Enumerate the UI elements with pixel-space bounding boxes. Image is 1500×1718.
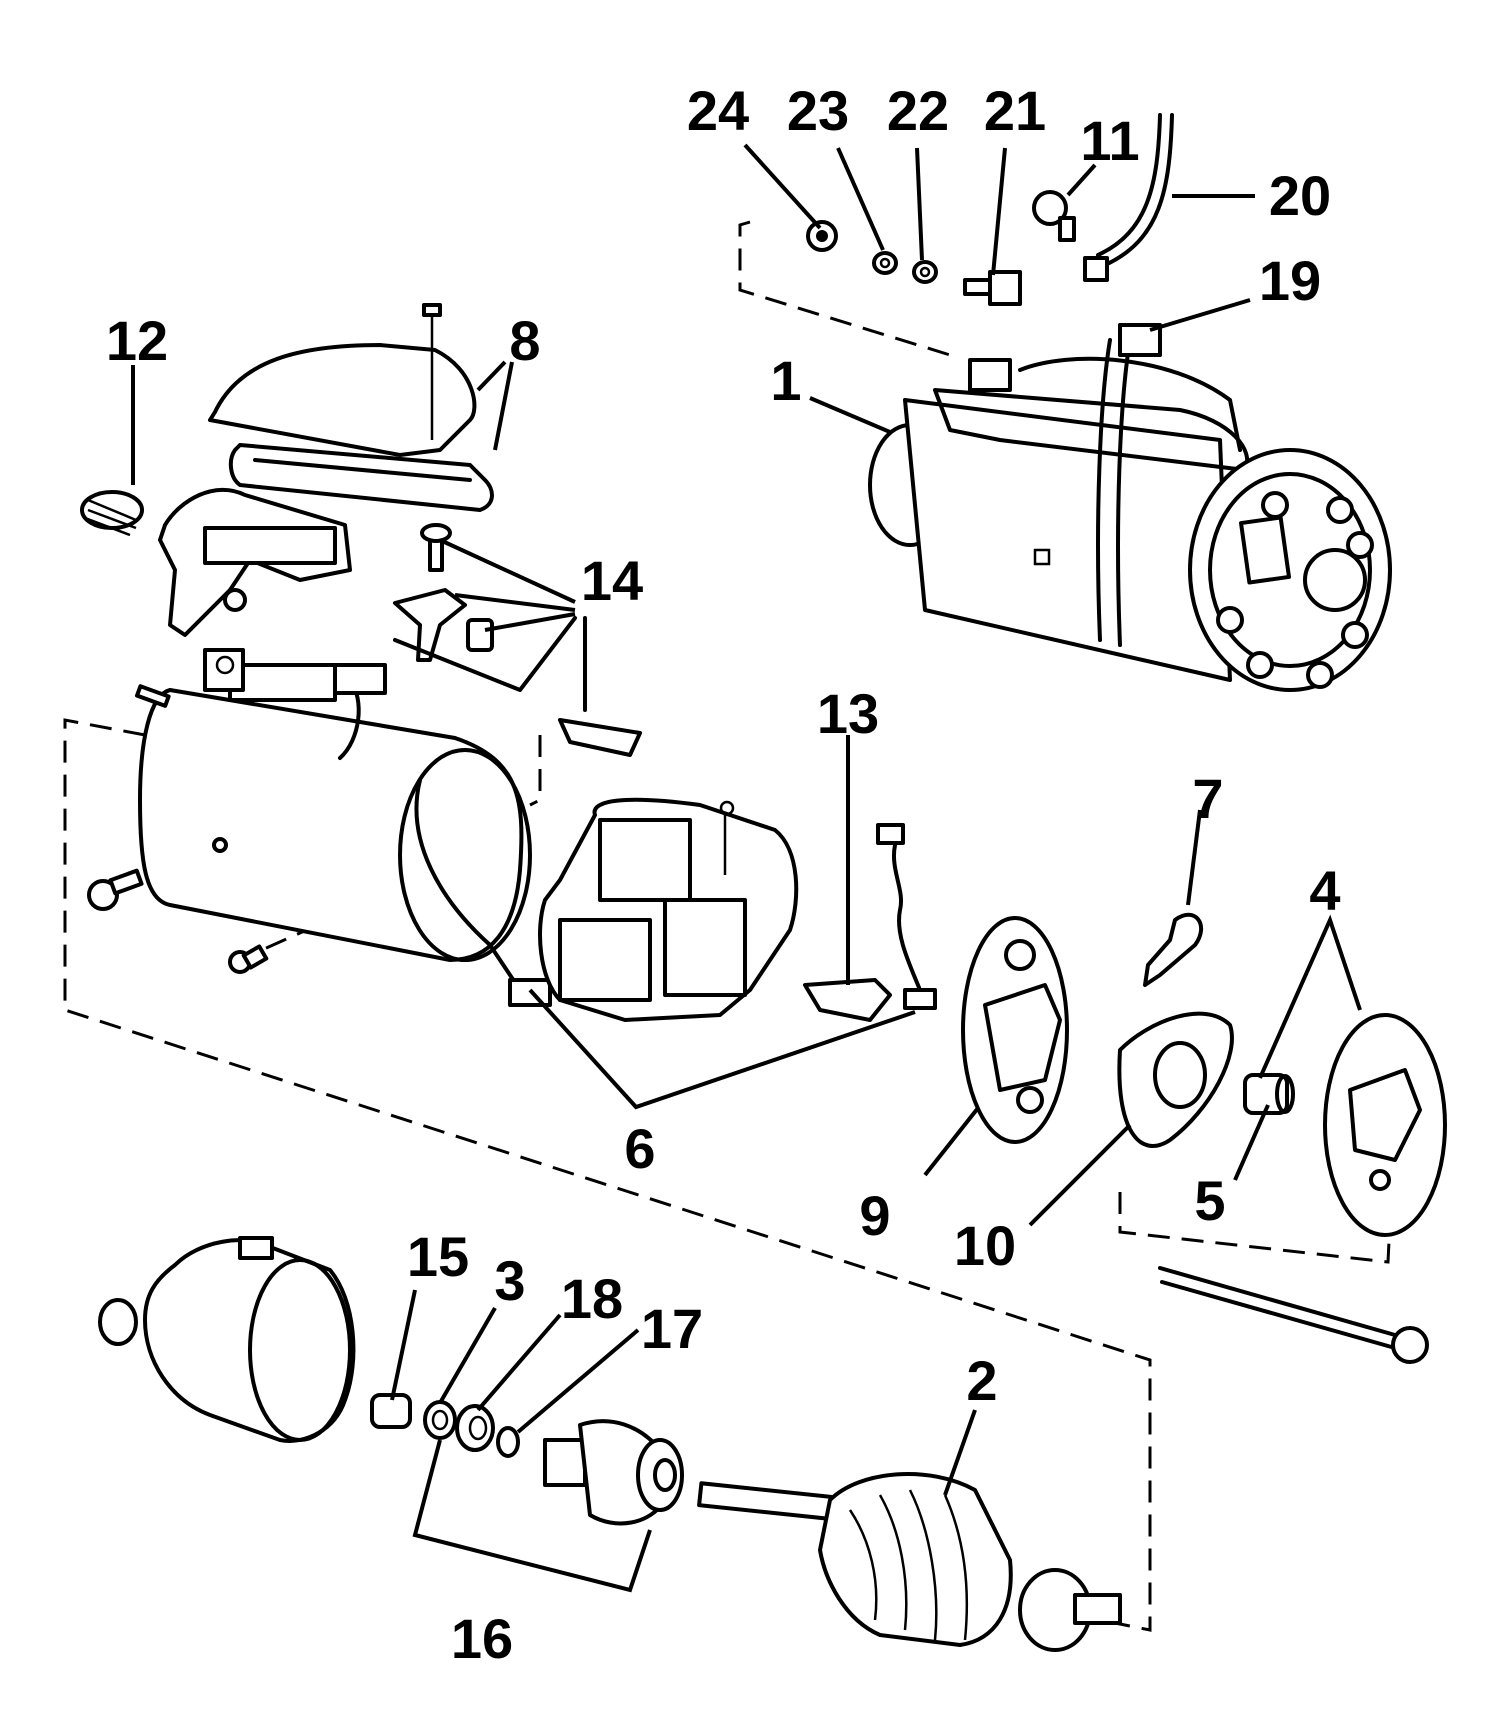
hardware-nut-washers-bolt — [806, 113, 1174, 306]
callout-9: 9 — [859, 1184, 890, 1247]
drive-bushing-and-washers — [370, 1393, 520, 1458]
callout-23: 23 — [787, 79, 849, 142]
callout-13: 13 — [817, 682, 879, 745]
callout-15: 15 — [407, 1225, 469, 1288]
callout-20: 20 — [1269, 164, 1331, 227]
terminal-hardware — [393, 523, 642, 757]
callout-2: 2 — [966, 1349, 997, 1412]
callout-14: 14 — [581, 549, 643, 612]
callout-4: 4 — [1309, 859, 1340, 922]
callout-17: 17 — [641, 1297, 703, 1360]
field-coil-assembly — [538, 797, 799, 1022]
callout-16: 16 — [451, 1607, 513, 1670]
callout-7: 7 — [1192, 767, 1223, 830]
solenoid-plunger-lever — [158, 487, 352, 637]
brush-lead-and-holder — [803, 823, 937, 1022]
thru-bolt — [1158, 1266, 1429, 1364]
drive-end-housing — [98, 1236, 356, 1443]
callout-8: 8 — [509, 309, 540, 372]
solenoid-cover-and-gasket — [208, 303, 494, 512]
drive-pinion-assembly — [543, 1419, 684, 1526]
brush-spring — [1143, 912, 1203, 987]
callout-22: 22 — [887, 79, 949, 142]
spring — [80, 490, 144, 537]
callout-labels: 1 2 3 4 5 6 7 8 9 10 11 12 13 14 15 16 1… — [106, 79, 1341, 1670]
callout-21: 21 — [984, 79, 1046, 142]
assembled-starter-motor — [868, 323, 1392, 692]
end-bushing — [1243, 1073, 1295, 1115]
callout-1: 1 — [770, 349, 801, 412]
field-frame-housing — [87, 648, 552, 1007]
callout-3: 3 — [494, 1249, 525, 1312]
callout-24: 24 — [687, 79, 749, 142]
callout-11: 11 — [1080, 109, 1139, 172]
callout-19: 19 — [1259, 249, 1321, 312]
brush-plate — [961, 916, 1069, 1144]
callout-6: 6 — [624, 1117, 655, 1180]
callout-10: 10 — [954, 1214, 1016, 1277]
callout-leader-lines — [131, 143, 1362, 1593]
callout-18: 18 — [561, 1267, 623, 1330]
armature — [697, 1472, 1122, 1652]
callout-5: 5 — [1194, 1169, 1225, 1232]
callout-12: 12 — [106, 309, 168, 372]
insulator-washer — [1117, 1011, 1234, 1148]
commutator-end-frame — [1323, 1013, 1447, 1237]
